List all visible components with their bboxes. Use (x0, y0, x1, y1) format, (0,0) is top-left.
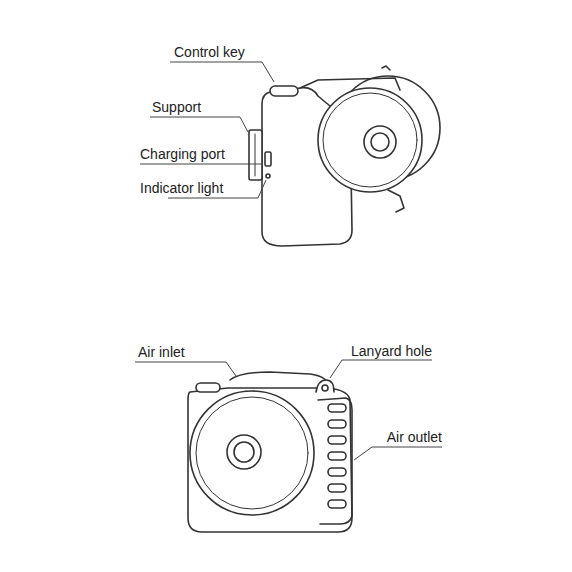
air-outlet-slot (328, 436, 346, 444)
lanyard-hole-opening (322, 385, 328, 391)
air-outlet-slot (328, 468, 346, 476)
hub-center (234, 442, 254, 462)
hub (364, 126, 396, 158)
charging-port (265, 152, 271, 166)
base-edge (388, 190, 404, 212)
leader-lines (135, 62, 442, 460)
support-label: Support (152, 99, 201, 115)
lanyard-tab (382, 66, 390, 70)
air-inlet-label: Air inlet (138, 344, 185, 360)
leader-line (170, 62, 274, 82)
hub-center (371, 133, 389, 151)
air-outlet-slot (328, 500, 346, 508)
lanyard-hole-label: Lanyard hole (351, 343, 432, 359)
hub (227, 435, 261, 469)
front-disc-rim (323, 93, 417, 187)
lanyard-hole (316, 380, 334, 392)
air-outlet-slot (328, 404, 346, 412)
air-outlet-label: Air outlet (387, 429, 442, 445)
air-outlet-slot (328, 420, 346, 428)
bottom-body (188, 388, 352, 532)
leader-line (135, 362, 236, 376)
top-body-edge (300, 78, 400, 90)
control-key (270, 86, 298, 96)
air-outlet-slot (328, 484, 346, 492)
air-outlet-slots (328, 404, 346, 508)
front-disc-rim (196, 397, 308, 509)
leader-line (150, 117, 248, 132)
control-key-label: Control key (174, 44, 245, 60)
support (249, 130, 262, 180)
leader-line (140, 164, 262, 165)
air-outlet-slot (328, 452, 346, 460)
charging-port-label: Charging port (140, 146, 225, 162)
leader-line (330, 360, 432, 378)
control-key (196, 383, 220, 392)
indicator-light (266, 174, 270, 178)
grip (318, 398, 352, 524)
indicator-light-label: Indicator light (140, 180, 223, 196)
leader-line (354, 447, 442, 460)
front-disc (318, 88, 422, 192)
support-groove (255, 134, 256, 176)
front-disc (190, 391, 314, 515)
